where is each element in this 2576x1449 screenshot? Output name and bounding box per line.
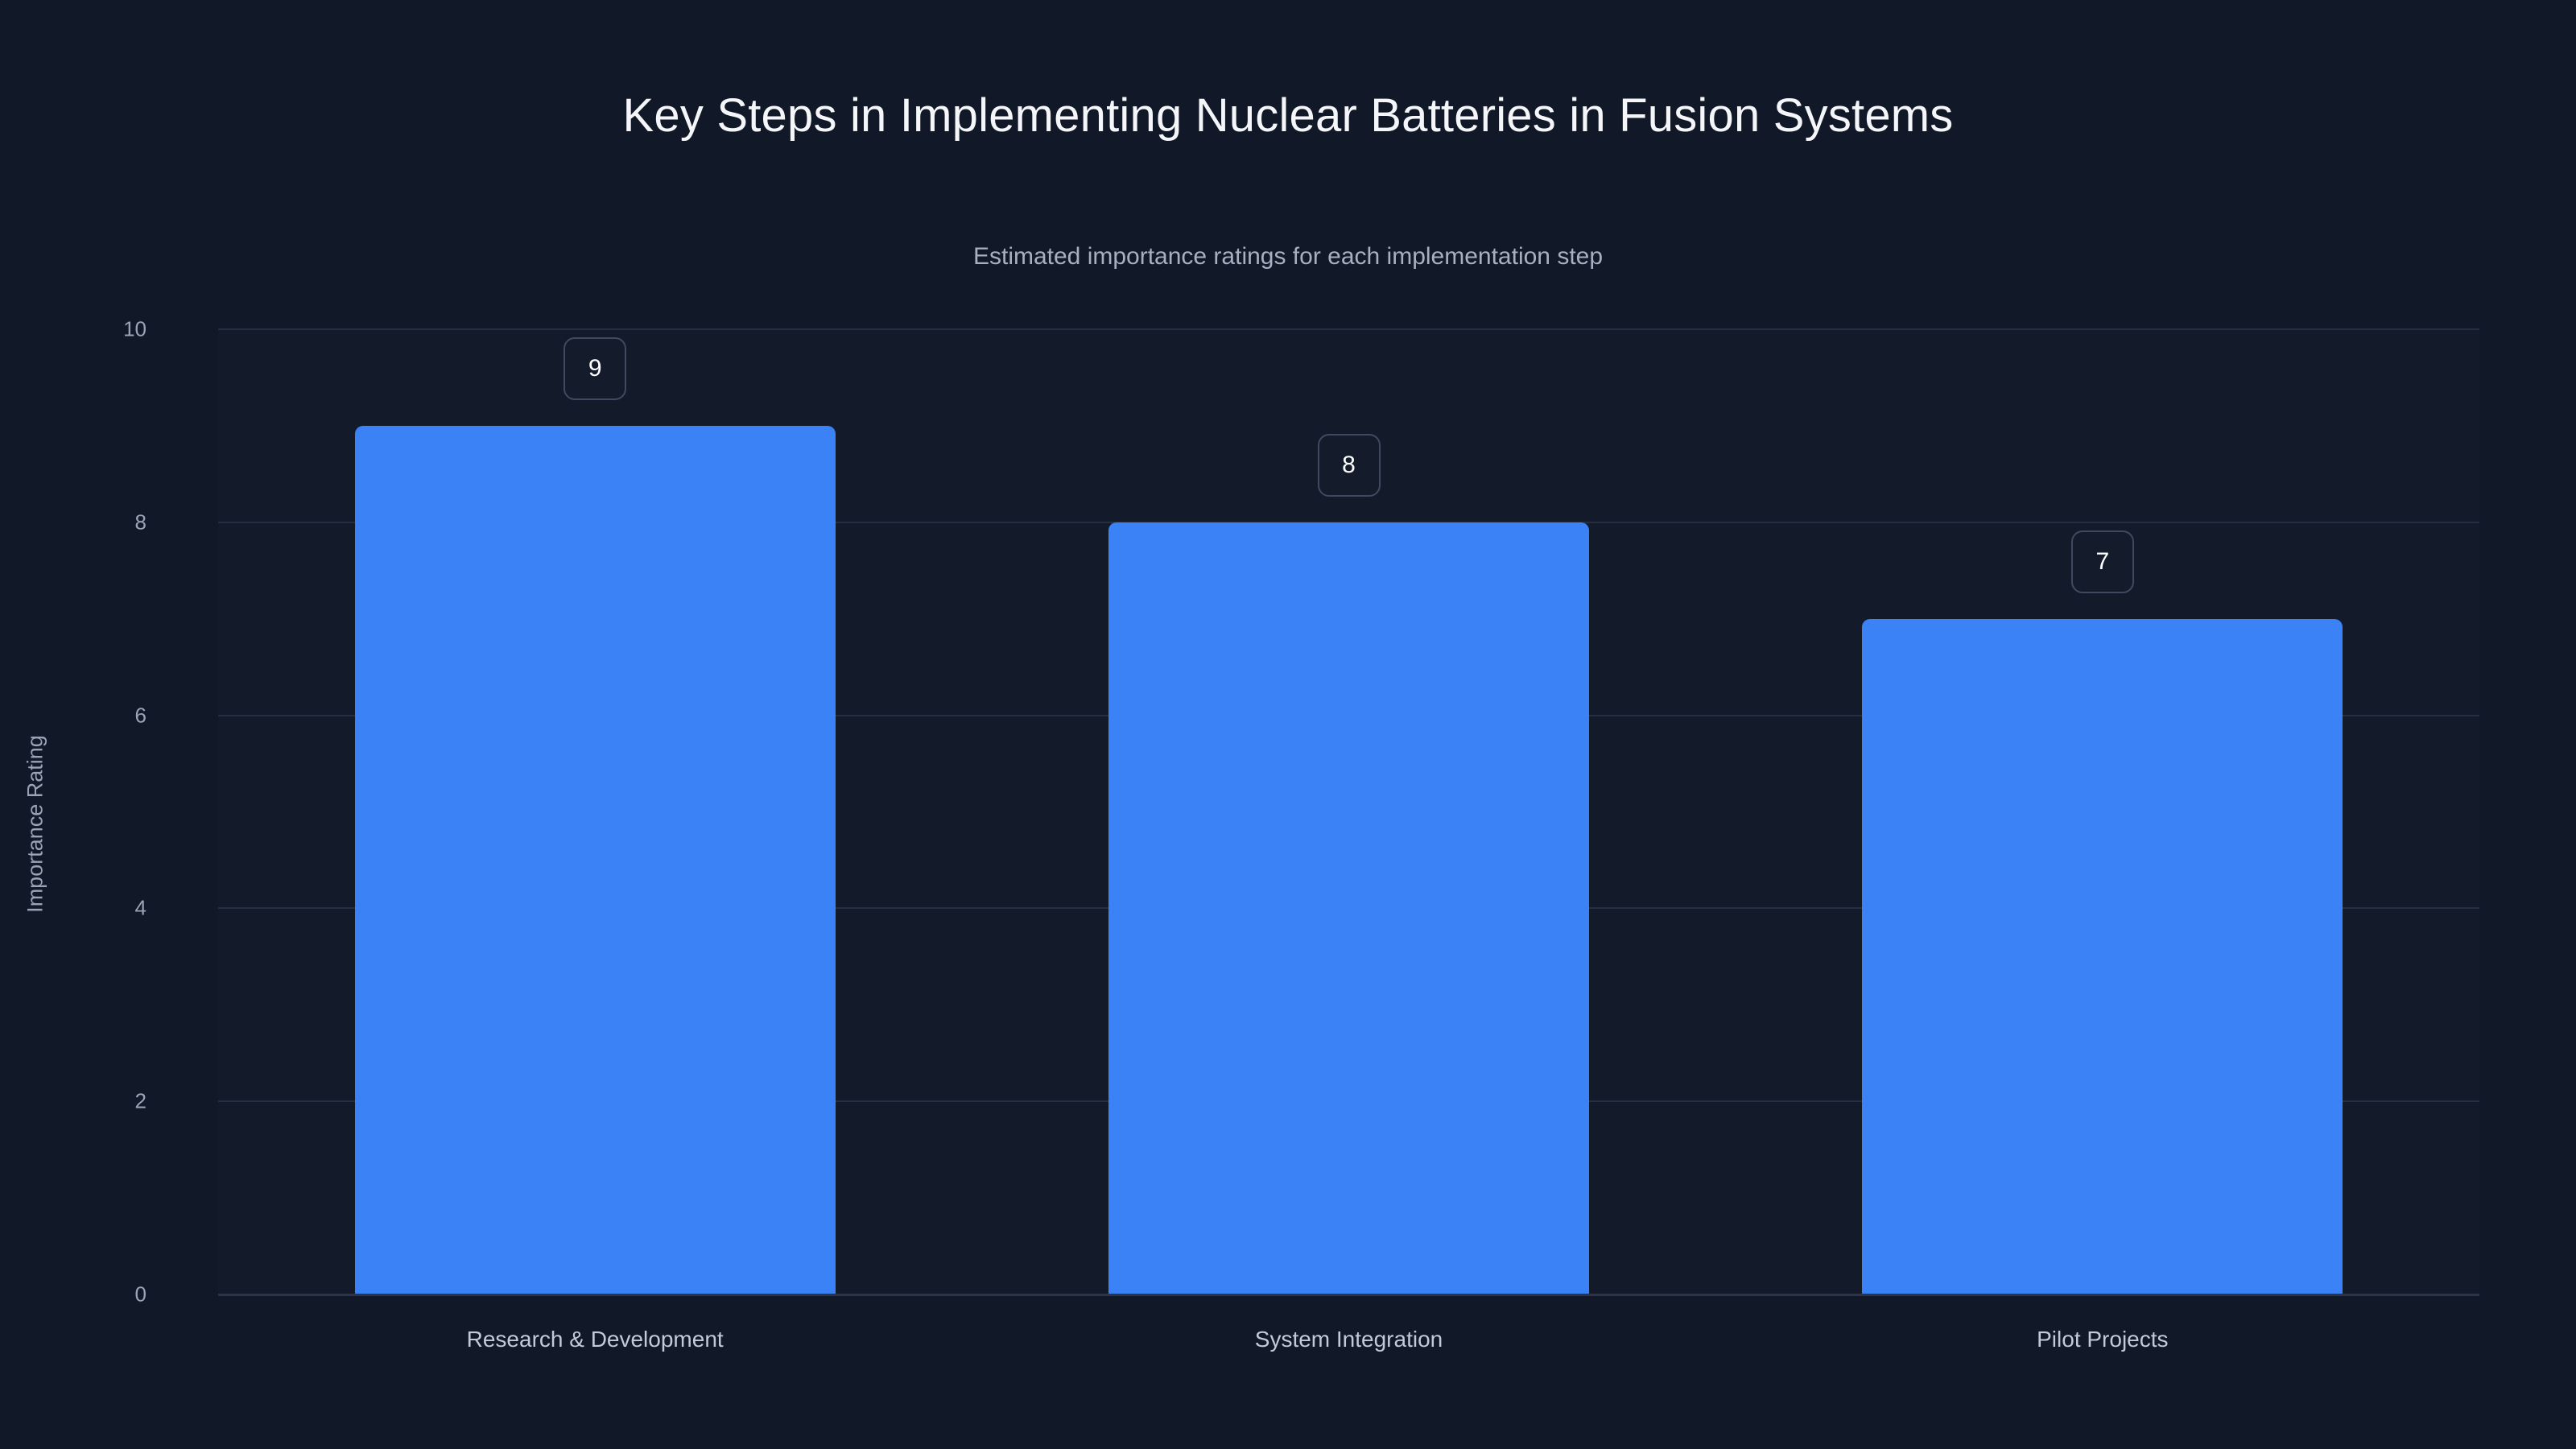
y-axis-tick-label: 8 xyxy=(134,510,147,535)
gridline xyxy=(218,328,2479,330)
bar-value-badge: 9 xyxy=(564,336,627,400)
bar[interactable] xyxy=(1862,618,2343,1294)
bar-value-badge: 8 xyxy=(1317,433,1381,497)
y-axis-tick-label: 4 xyxy=(134,895,147,920)
y-axis-tick-label: 2 xyxy=(134,1088,147,1113)
bar[interactable] xyxy=(1108,522,1589,1294)
y-axis-tick-label: 10 xyxy=(123,316,147,341)
x-axis-category-label: Pilot Projects xyxy=(2037,1327,2169,1352)
y-axis-tick-label: 0 xyxy=(134,1282,147,1307)
chart-subtitle: Estimated importance ratings for each im… xyxy=(972,243,1604,270)
x-axis-category-label: System Integration xyxy=(1254,1327,1443,1352)
x-axis-line xyxy=(218,1294,2479,1296)
bar-value-badge: 7 xyxy=(2070,530,2134,593)
y-axis-title: Importance Rating xyxy=(23,735,47,913)
gridline xyxy=(218,521,2479,523)
chart-title: Key Steps in Implementing Nuclear Batter… xyxy=(622,89,1954,142)
y-axis-tick-label: 6 xyxy=(134,703,147,728)
x-axis-category-label: Research & Development xyxy=(466,1327,724,1352)
bar[interactable] xyxy=(354,425,836,1294)
